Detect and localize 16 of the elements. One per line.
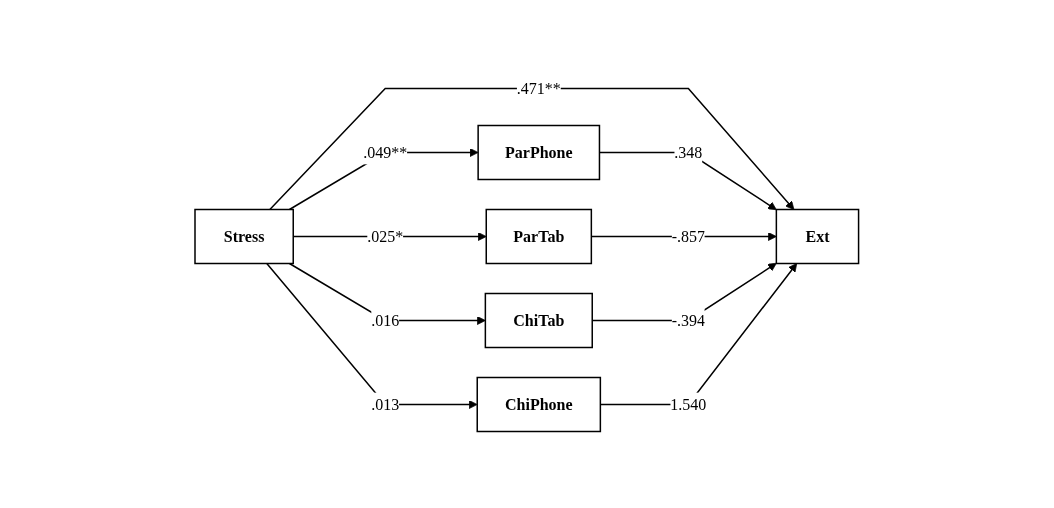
edge-label: .016 <box>371 311 400 329</box>
node-box: Ext <box>775 208 860 265</box>
arrow <box>266 262 478 409</box>
edge-label: .013 <box>371 395 400 413</box>
node-box: ParTab <box>485 208 593 265</box>
edge-label: 1.540 <box>670 395 707 413</box>
edge-label: .025* <box>367 227 404 245</box>
edge-label: .471** <box>517 79 561 97</box>
node-box: Stress <box>194 208 295 265</box>
node-box: ParPhone <box>477 124 601 181</box>
node-box: ChiTab <box>484 292 594 349</box>
edge-label: -.857 <box>671 227 706 245</box>
edge-label: -.394 <box>671 311 706 329</box>
node-box: ChiPhone <box>476 376 602 433</box>
edge-label: .049** <box>363 143 408 161</box>
edge-label: .348 <box>674 143 703 161</box>
